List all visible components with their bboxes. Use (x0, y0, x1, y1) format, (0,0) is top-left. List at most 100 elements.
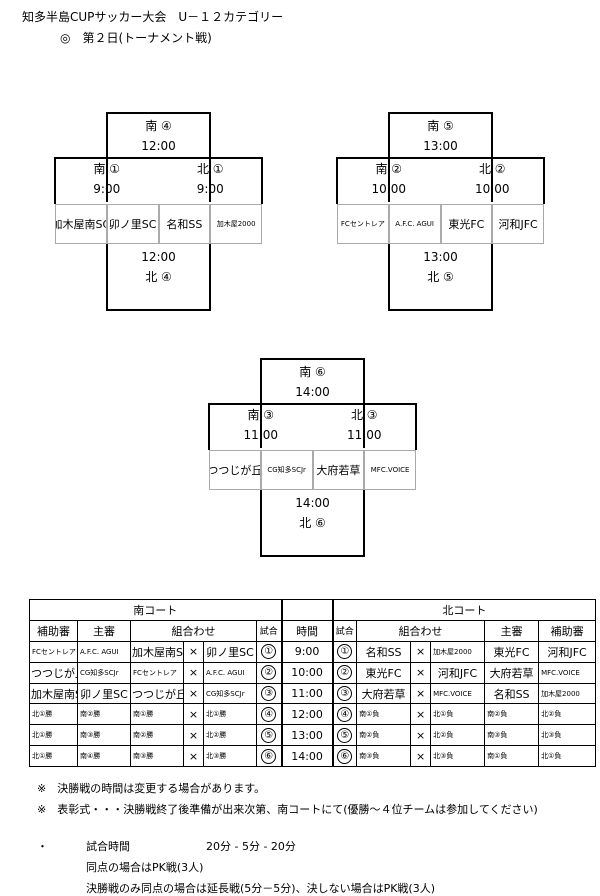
north-team-b-cell: 北①負 (430, 703, 486, 726)
south-game-no: ④ (255, 703, 283, 726)
south-game-header: 試合 (255, 619, 283, 642)
game-number-circle: ① (337, 644, 353, 660)
vs-mark: × (410, 724, 432, 747)
south-team-b-cell: A.F.C. AGUI (203, 661, 257, 684)
team-box: A.F.C. AGUI (388, 204, 441, 244)
third-place-label: 北 ⑥ (299, 516, 326, 530)
bracket-third-left-drop (387, 244, 390, 311)
north-main-cell: 東光FC (484, 640, 540, 663)
left-semi-label: 南 ③ (247, 408, 275, 422)
schedule-row: つつじが丘CG知多SCJrFCセントレア×A.F.C. AGUI②10:00②東… (29, 661, 597, 684)
note-ceremony: ※ 表彰式・・・決勝戦終了後準備が出来次第、南コートにて(優勝～４位チームは参加… (37, 803, 538, 816)
vs-mark: × (410, 682, 432, 705)
schedule-table: 南コート 北コート 補助審 主審 組合わせ 試合 時間 試合 組合わせ 主審 補… (28, 599, 597, 768)
south-game-no: ① (255, 640, 283, 663)
bracket-final-line (106, 112, 211, 114)
south-game-no: ② (255, 661, 283, 684)
third-place-time: 12:00 (141, 250, 176, 264)
blank-header-cell (281, 599, 334, 621)
game-number-circle: ③ (261, 686, 277, 701)
left-semi-label: 南 ② (375, 162, 403, 176)
north-match-header: 組合わせ (356, 619, 486, 642)
north-main-cell: 南②負 (484, 703, 540, 726)
left-semi-label: 南 ① (93, 162, 121, 176)
north-team-a-cell: 南③負 (356, 745, 412, 768)
south-main-cell: 南③勝 (77, 724, 131, 747)
bracket-third-line (388, 309, 493, 311)
team-box: 大府若草 (312, 450, 365, 490)
team-box: 加木屋2000 (210, 204, 262, 244)
south-game-no: ③ (255, 682, 283, 705)
south-team-a-cell: 南②勝 (130, 724, 184, 747)
match-time-label: 試合時間 (86, 840, 130, 853)
vs-mark: × (183, 682, 204, 705)
time-cell: 10:00 (281, 661, 334, 684)
bracket-left-semi-line (55, 157, 159, 159)
column-header-row: 補助審 主審 組合わせ 試合 時間 試合 組合わせ 主審 補助審 (29, 619, 597, 642)
north-main-header: 主審 (484, 619, 540, 642)
north-main-cell: 南③負 (484, 724, 540, 747)
north-game-no: ⑥ (332, 745, 358, 768)
south-assistant-header: 補助審 (29, 619, 78, 642)
north-assistant-cell: 加木屋2000 (538, 682, 597, 705)
right-semi-label: 北 ② (478, 162, 506, 176)
game-number-circle: ⑤ (337, 727, 353, 743)
vs-mark: × (410, 703, 432, 726)
game-number-circle: ② (337, 665, 353, 681)
time-cell: 13:00 (281, 724, 334, 747)
south-main-header: 主審 (77, 619, 131, 642)
team-box: 名和SS (158, 204, 211, 244)
north-assistant-cell: MFC.VOICE (538, 661, 597, 684)
team-box: CG知多SCJr (260, 450, 313, 490)
team-box: 卯ノ里SC (106, 204, 159, 244)
bracket-third-line (106, 309, 211, 311)
third-place-label: 北 ④ (145, 270, 172, 284)
bracket-team4-drop (543, 157, 545, 204)
north-game-no: ④ (332, 703, 358, 726)
south-court-title: 南コート (28, 599, 283, 621)
south-main-cell: 卯ノ里SC (77, 682, 131, 705)
south-main-cell: 南④勝 (77, 745, 131, 768)
game-number-circle: ④ (261, 706, 277, 722)
south-assistant-cell: 北①勝 (29, 745, 78, 768)
south-main-cell: 南②勝 (77, 703, 131, 726)
vs-mark: × (183, 661, 204, 684)
north-court-title: 北コート (332, 599, 597, 621)
north-team-a-cell: 大府若草 (356, 682, 412, 705)
south-team-b-cell: 北②勝 (203, 724, 257, 747)
south-assistant-cell: 北①勝 (29, 703, 78, 726)
bracket-left-semi-line (337, 157, 441, 159)
bracket-right-semi-line (158, 157, 262, 159)
south-assistant-cell: 北①勝 (29, 724, 78, 747)
south-assistant-cell: FCセントレア (29, 640, 78, 663)
north-team-b-cell: 北②負 (430, 724, 486, 747)
south-team-b-cell: 北①勝 (203, 703, 257, 726)
time-cell: 9:00 (281, 640, 334, 663)
south-team-b-cell: CG知多SCJr (203, 682, 257, 705)
final-tie-rule: 決勝戦のみ同点の場合は延長戦(5分－5分)、決しない場合はPK戦(3人) (86, 882, 436, 895)
right-semi-time: 10:00 (474, 182, 510, 196)
north-main-cell: 南①負 (484, 745, 540, 768)
vs-mark: × (410, 661, 432, 684)
third-place-time: 14:00 (295, 496, 330, 510)
south-team-a-cell: FCセントレア (130, 661, 184, 684)
north-assistant-header: 補助審 (538, 619, 597, 642)
team-box: 加木屋南SC (55, 204, 107, 244)
vs-mark: × (410, 745, 432, 768)
north-team-b-cell: MFC.VOICE (430, 682, 486, 705)
bracket-right-semi-line (440, 157, 544, 159)
time-cell: 14:00 (281, 745, 334, 768)
bracket-third-left-drop (259, 490, 262, 557)
north-game-no: ⑤ (332, 724, 358, 747)
right-semi-time: 9:00 (196, 182, 224, 196)
page-subtitle: ◎ 第２日(トーナメント戦) (60, 31, 212, 45)
south-main-cell: A.F.C. AGUI (77, 640, 131, 663)
time-cell: 12:00 (281, 703, 334, 726)
final-label: 南 ④ (145, 119, 172, 133)
time-header: 時間 (281, 619, 334, 642)
third-place-time: 13:00 (423, 250, 458, 264)
game-number-circle: ① (261, 644, 277, 660)
left-semi-time: 9:00 (93, 182, 121, 196)
